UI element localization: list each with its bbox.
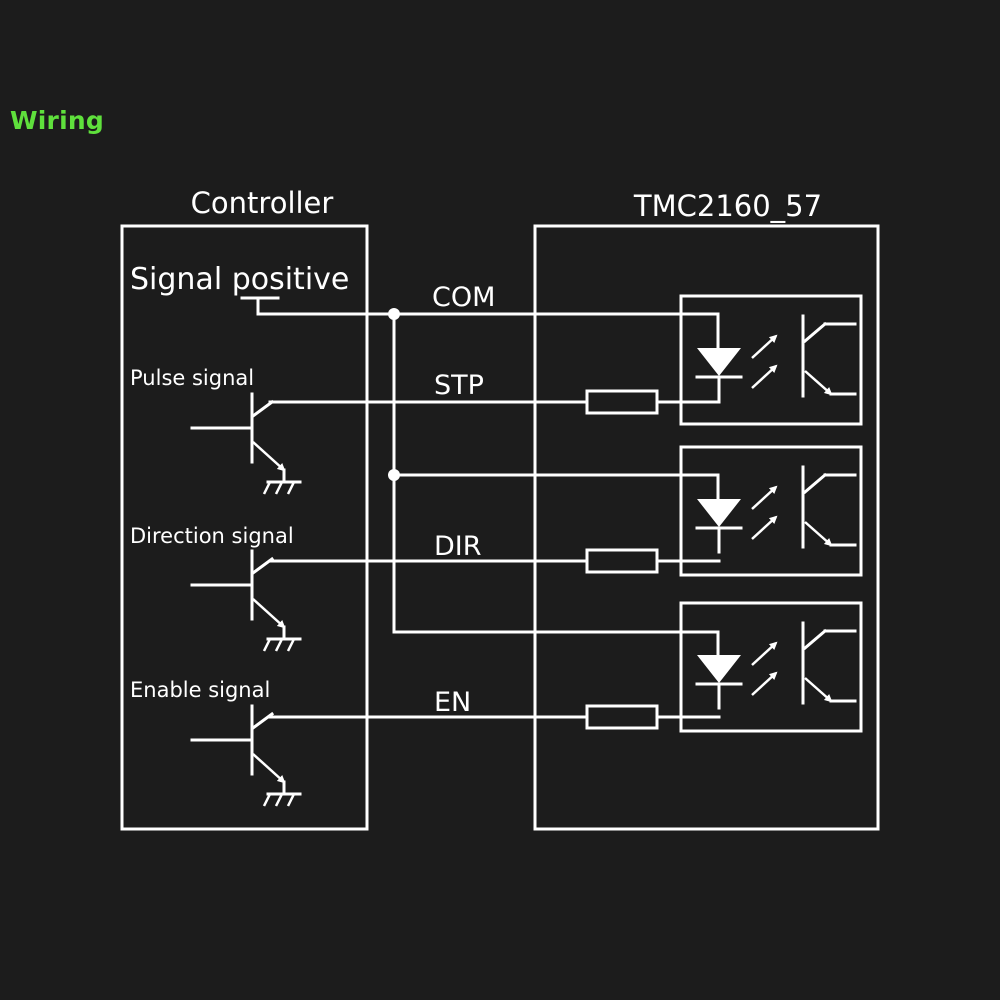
com-junction-top xyxy=(388,308,400,320)
driver-box xyxy=(533,224,880,831)
direction-signal-label: Direction signal xyxy=(130,524,294,548)
resistor-icon xyxy=(585,389,659,415)
phototransistor-icon xyxy=(801,621,857,705)
stp-line-label: STP xyxy=(434,370,484,401)
ground-icon xyxy=(262,468,302,495)
com-wire xyxy=(256,312,720,664)
pulse-signal-label: Pulse signal xyxy=(130,366,254,390)
section-title: Wiring xyxy=(10,106,104,135)
com-line-label: COM xyxy=(432,282,495,313)
optocoupler-dir xyxy=(679,445,863,577)
phototransistor-icon xyxy=(801,465,857,549)
signal-wire-stp xyxy=(268,389,721,415)
light-arrows-icon xyxy=(751,641,778,696)
resistor-icon xyxy=(585,548,659,574)
light-arrows-icon xyxy=(751,334,778,389)
signal-positive-label: Signal positive xyxy=(130,262,349,297)
optocoupler-group xyxy=(679,294,863,733)
com-junction-middle xyxy=(388,469,400,481)
dir-line-label: DIR xyxy=(434,531,482,562)
transistor-icon-dir xyxy=(190,549,302,652)
led-icon xyxy=(695,348,743,403)
enable-signal-label: Enable signal xyxy=(130,678,270,702)
driver-label: TMC2160_57 xyxy=(633,189,822,223)
transistor-icon-en xyxy=(190,704,302,807)
signal-positive-terminal xyxy=(240,296,280,316)
led-icon xyxy=(695,655,743,710)
ground-icon xyxy=(262,625,302,652)
en-line-label: EN xyxy=(434,687,471,718)
led-icon xyxy=(695,499,743,554)
optocoupler-en xyxy=(679,601,863,733)
controller-label: Controller xyxy=(191,186,334,220)
phototransistor-icon xyxy=(801,314,857,398)
transistor-icon-stp xyxy=(190,392,302,495)
resistor-icon xyxy=(585,704,659,730)
signal-wire-en xyxy=(268,704,721,730)
ground-icon xyxy=(262,780,302,807)
optocoupler-stp xyxy=(679,294,863,426)
signal-wire-dir xyxy=(268,548,721,574)
transistor-group xyxy=(190,392,302,807)
light-arrows-icon xyxy=(751,485,778,540)
controller-box xyxy=(120,224,369,831)
signal-wire-group xyxy=(268,389,721,730)
